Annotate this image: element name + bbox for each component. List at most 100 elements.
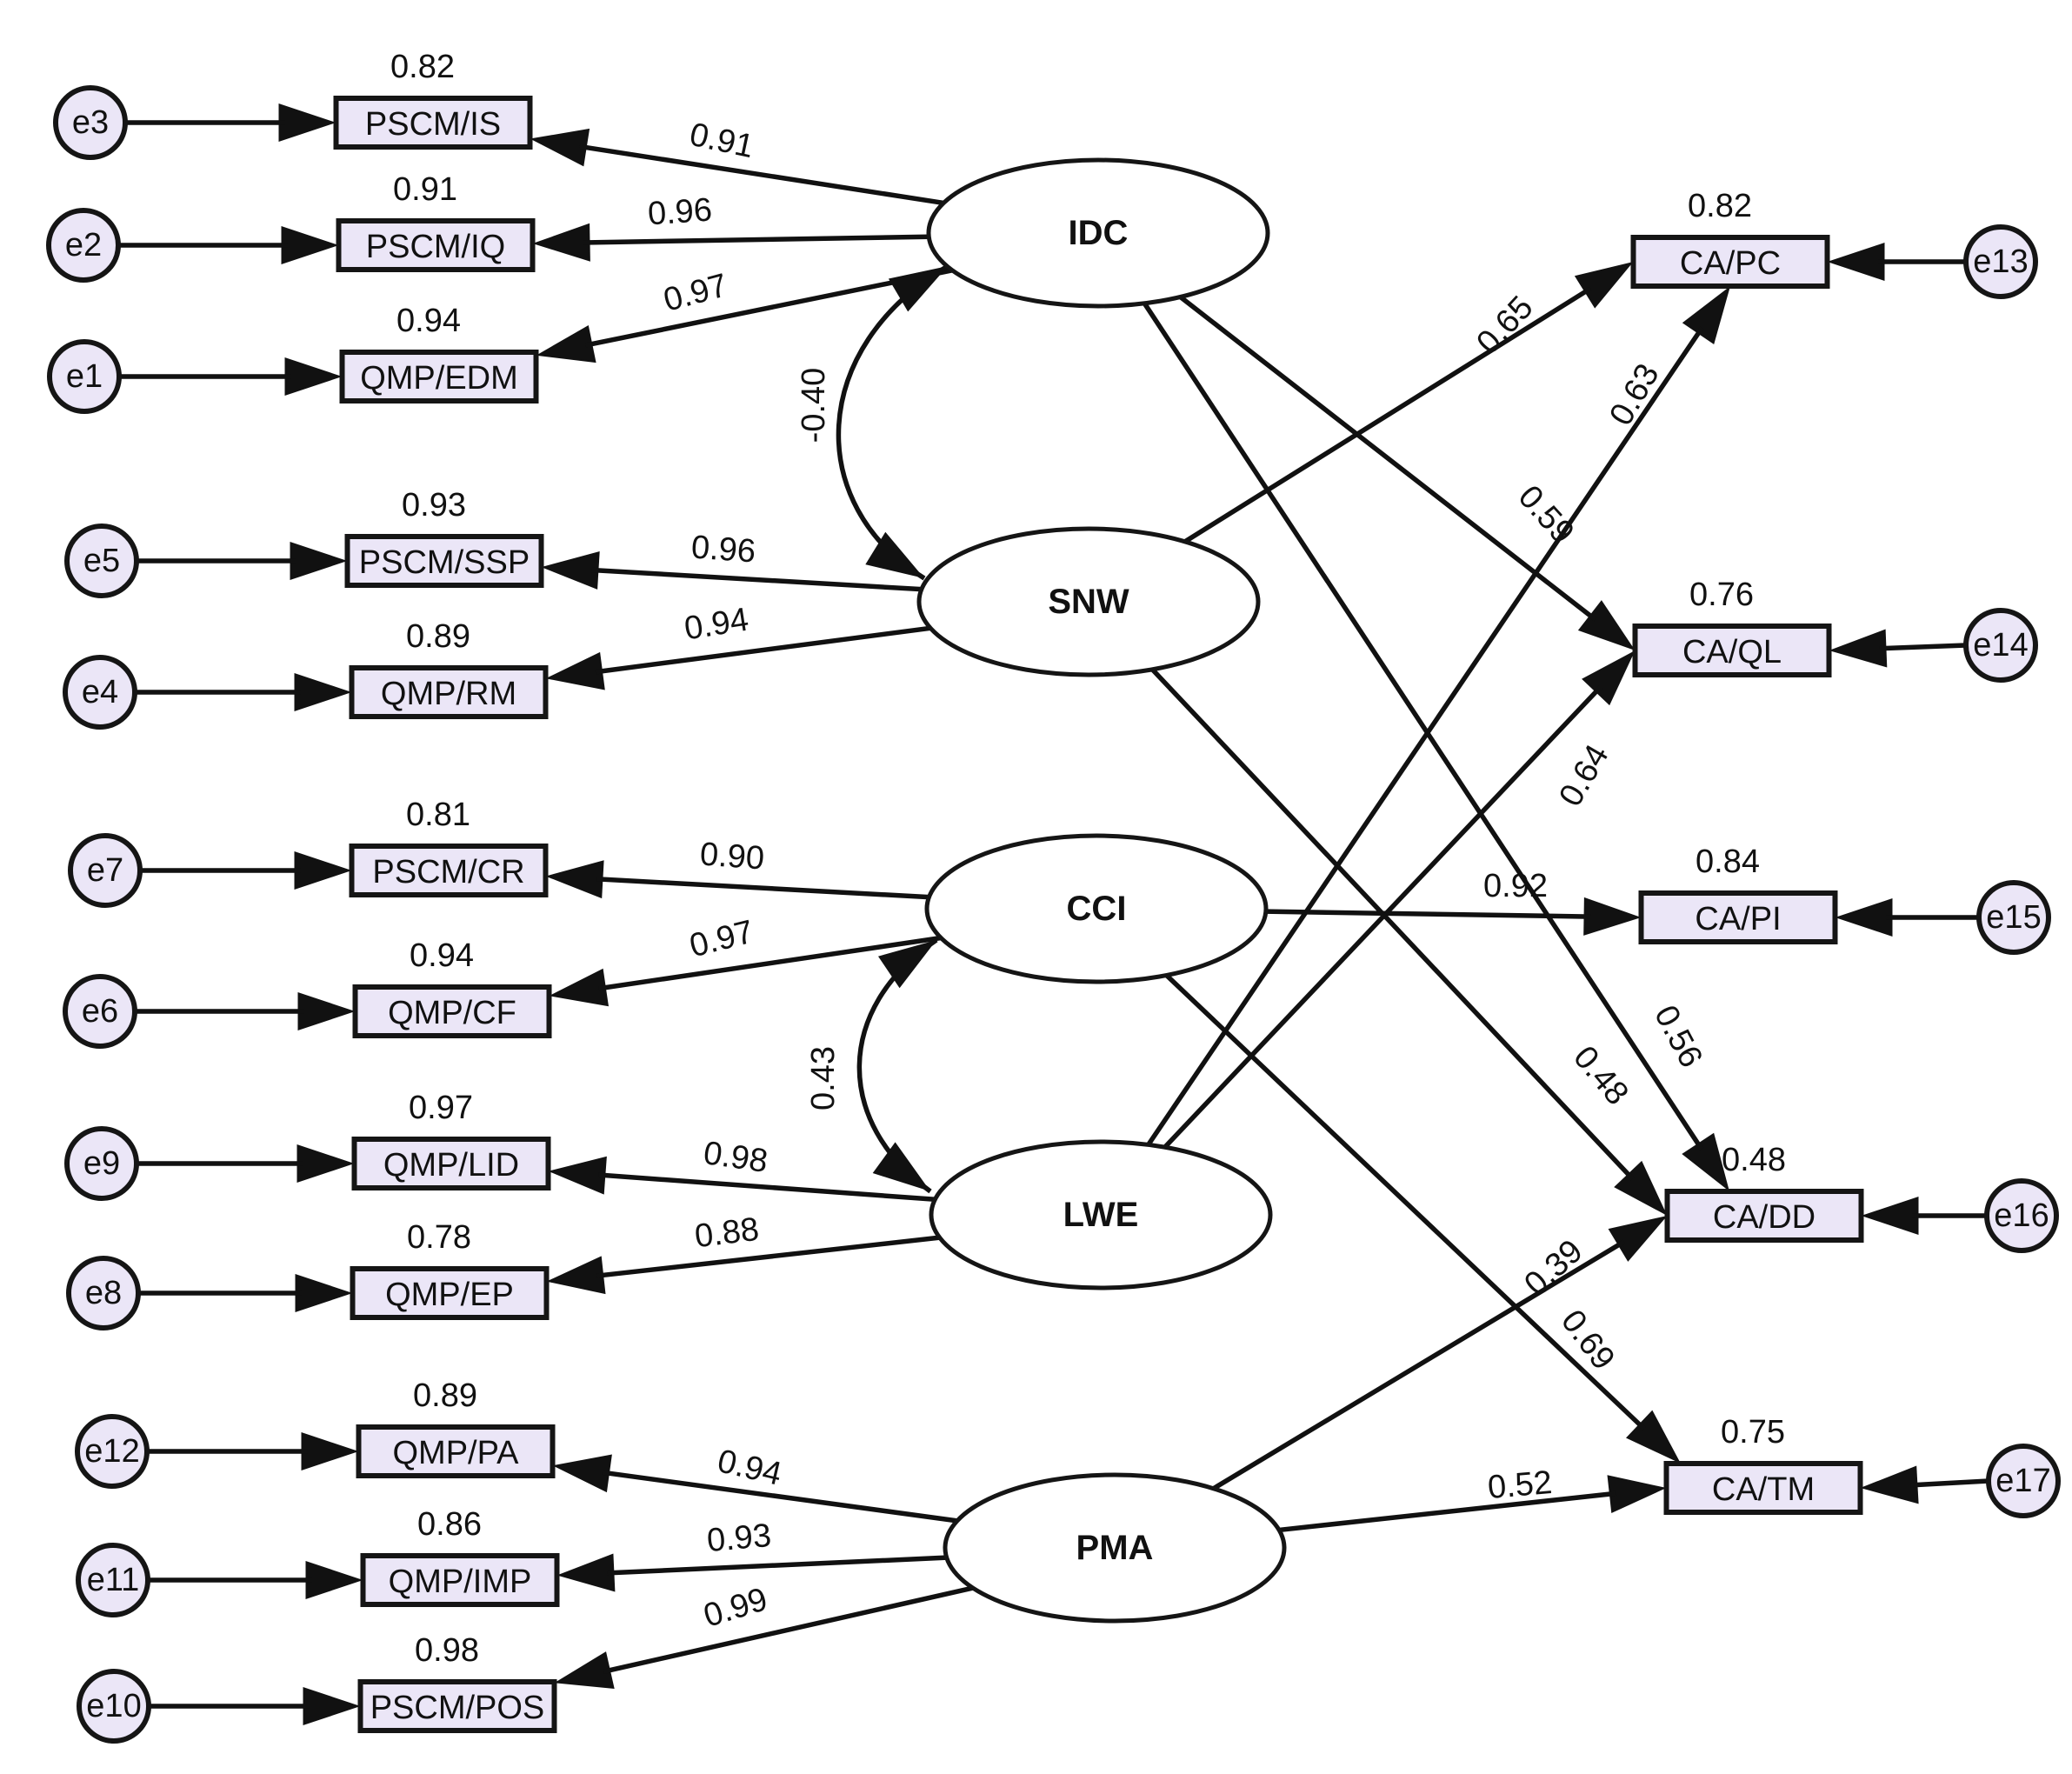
error-node-e5: e5 [64, 524, 139, 598]
error-node-e10: e10 [77, 1669, 151, 1744]
r-squared-label-pscm-ssp: 0.93 [402, 487, 466, 524]
error-circle-e6 [63, 974, 137, 1049]
structural-path-idc-ca-ql [1178, 295, 1597, 622]
path-arrowhead-pma-ca-tm [1607, 1475, 1667, 1513]
error-node-e9: e9 [64, 1126, 139, 1201]
loading-label-qmp-imp: 0.93 [705, 1517, 772, 1559]
error-node-e15: e15 [1976, 880, 2051, 955]
error-node-e16: e16 [1984, 1178, 2059, 1253]
indicator-ca-pc: CA/PC0.82 [1630, 188, 1830, 289]
error-arrowhead-pscm-iq [281, 226, 339, 264]
error-label-e15: e15 [1986, 899, 2041, 936]
indicator-box-pscm-cr [349, 844, 549, 897]
error-label-e12: e12 [84, 1433, 139, 1470]
latent-label-idc: IDC [1069, 214, 1129, 252]
error-circle-e15 [1976, 880, 2051, 955]
indicator-box-qmp-pa [356, 1424, 556, 1478]
indicator-box-ca-ql [1632, 624, 1832, 677]
error-circle-e12 [75, 1414, 150, 1489]
error-label-e8: e8 [85, 1275, 122, 1311]
latent-label-snw: SNW [1048, 583, 1129, 621]
indicator-pscm-is: PSCM/IS0.82 [333, 49, 533, 150]
indicator-box-qmp-rm [349, 665, 549, 719]
indicator-pscm-ssp: PSCM/SSP 0.93 [344, 487, 544, 588]
r-squared-label-qmp-lid: 0.97 [409, 1090, 473, 1126]
path-arrowhead-lwe-ca-pc [1682, 286, 1730, 344]
structural-path-pma-ca-tm [1278, 1491, 1617, 1533]
error-label-e13: e13 [1973, 243, 2028, 280]
error-node-e14: e14 [1963, 608, 2038, 683]
path-label-lwe-ca-ql: 0.64 [1552, 738, 1616, 812]
error-node-e3: e3 [53, 85, 128, 160]
path-arrowhead-pma-ca-dd [1608, 1216, 1668, 1262]
indicator-qmp-cf: QMP/CF0.94 [352, 937, 552, 1038]
latent-label-cci: CCI [1067, 890, 1127, 928]
loading-label-pscm-pos: 0.99 [699, 1581, 771, 1635]
r-squared-label-ca-tm: 0.75 [1721, 1414, 1785, 1451]
error-label-e17: e17 [1995, 1463, 2050, 1499]
correlation-label-idc-snw: -0.40 [796, 368, 832, 444]
indicator-label-ca-ql: CA/QL [1682, 634, 1782, 670]
indicator-box-pscm-iq [336, 218, 536, 272]
error-node-e4: e4 [63, 655, 137, 730]
r-squared-label-pscm-is: 0.82 [390, 49, 455, 85]
error-arrowhead-qmp-lid [296, 1144, 355, 1183]
error-node-e8: e8 [66, 1256, 141, 1330]
latent-cci: CCI [924, 833, 1269, 984]
path-label-idc-ca-ql: 0.59 [1511, 478, 1582, 550]
indicator-label-qmp-cf: QMP/CF [388, 995, 516, 1031]
error-arrowhead-ca-pc [1827, 243, 1885, 281]
error-arrowhead-pscm-is [278, 103, 336, 142]
error-arrowhead-ca-tm [1860, 1465, 1919, 1504]
latent-idc: IDC [926, 157, 1270, 309]
error-circle-e10 [77, 1669, 151, 1744]
loading-path-snw-pscm-ssp [591, 567, 923, 592]
loading-label-qmp-cf: 0.97 [686, 914, 757, 965]
indicator-pscm-pos: PSCM/POS 0.98 [357, 1632, 557, 1733]
indicator-label-pscm-cr: PSCM/CR [372, 854, 524, 890]
indicator-box-pscm-is [333, 96, 533, 150]
indicator-box-qmp-imp [360, 1553, 560, 1607]
structural-path-lwe-ca-pc [1146, 326, 1704, 1146]
loading-label-qmp-pa: 0.94 [714, 1443, 785, 1493]
error-circle-e4 [63, 655, 137, 730]
latent-ellipse-cci [924, 833, 1269, 984]
path-label-pma-ca-dd: 0.39 [1517, 1233, 1589, 1304]
error-circle-e1 [47, 339, 122, 414]
error-circle-e8 [66, 1256, 141, 1330]
latent-ellipse-idc [926, 157, 1270, 309]
error-circle-e3 [53, 85, 128, 160]
error-node-e17: e17 [1986, 1444, 2061, 1518]
loading-path-cci-qmp-cf [598, 935, 942, 991]
indicator-ca-pi: CA/PI0.84 [1638, 844, 1838, 944]
error-node-e11: e11 [76, 1543, 150, 1617]
loading-path-idc-pscm-is [579, 143, 944, 206]
loading-arrowhead-qmp-cf [549, 968, 609, 1007]
error-label-e16: e16 [1994, 1197, 2049, 1234]
indicator-label-pscm-iq: PSCM/IQ [366, 229, 505, 265]
error-label-e10: e10 [86, 1688, 141, 1724]
correlation-arrowhead-lwe [872, 1142, 930, 1191]
loading-path-cci-pscm-cr [596, 876, 929, 900]
indicator-label-pscm-pos: PSCM/POS [370, 1690, 545, 1726]
path-label-cci-ca-tm: 0.69 [1554, 1304, 1622, 1377]
error-circle-e14 [1963, 608, 2038, 683]
structural-path-idc-ca-dd [1142, 302, 1704, 1151]
structural-path-pma-ca-dd [1212, 1239, 1626, 1491]
loading-path-lwe-qmp-ep [596, 1235, 941, 1278]
indicator-label-pscm-ssp: PSCM/SSP [359, 544, 530, 581]
correlation-arrowhead-snw [865, 531, 924, 578]
loading-label-qmp-ep: 0.88 [693, 1211, 762, 1256]
error-path-e17 [1910, 1478, 1989, 1488]
indicator-label-qmp-imp: QMP/IMP [389, 1564, 532, 1600]
indicator-ca-dd: CA/DD0.48 [1664, 1142, 1864, 1243]
indicator-box-ca-pc [1630, 235, 1830, 289]
correlation-arrowhead-idc [888, 266, 948, 312]
r-squared-label-pscm-pos: 0.98 [415, 1632, 479, 1669]
loading-label-qmp-lid: 0.98 [701, 1135, 770, 1180]
r-squared-label-ca-pi: 0.84 [1696, 844, 1760, 880]
loading-path-pma-pscm-pos [603, 1585, 974, 1675]
indicator-qmp-pa: QMP/PA0.89 [356, 1377, 556, 1478]
error-label-e11: e11 [87, 1562, 140, 1598]
